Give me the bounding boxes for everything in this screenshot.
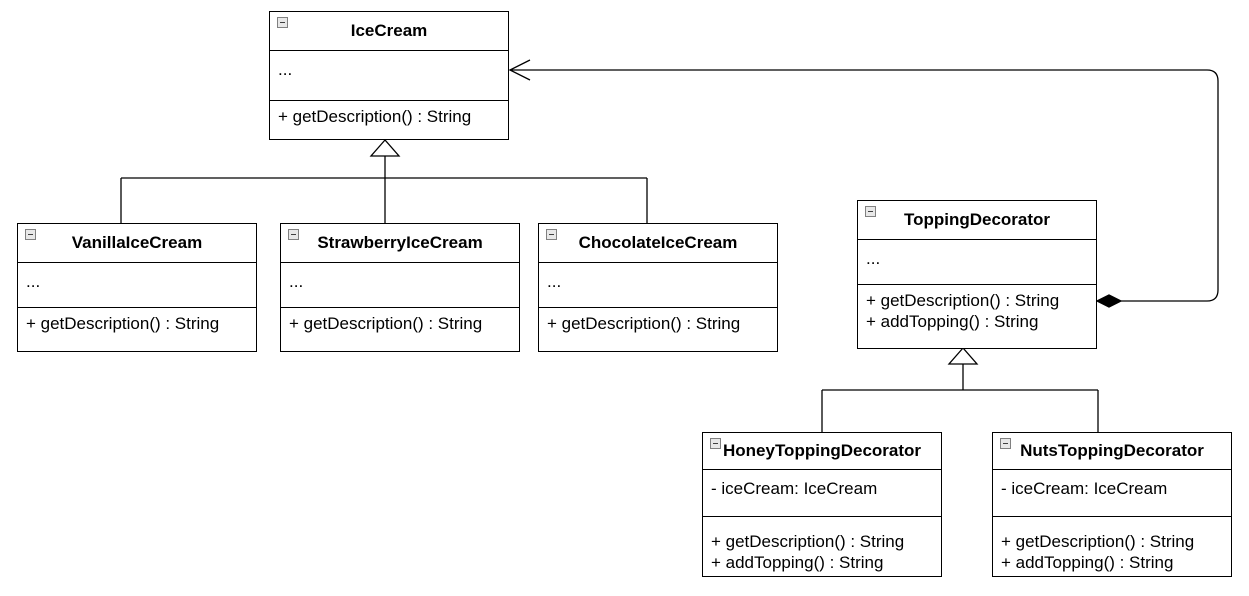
class-header: ToppingDecorator (858, 201, 1096, 240)
operation: + addTopping() : String (711, 553, 884, 572)
collapse-minus-icon[interactable] (25, 229, 36, 240)
collapse-minus-icon[interactable] (710, 438, 721, 449)
operation: + getDescription() : String (866, 291, 1060, 310)
inheritance-arrow-icecream (369, 139, 401, 157)
operation: + getDescription() : String (289, 314, 483, 333)
collapse-minus-icon[interactable] (865, 206, 876, 217)
class-header: StrawberryIceCream (281, 224, 519, 263)
collapse-minus-icon[interactable] (277, 17, 288, 28)
class-vanilla-icecream[interactable]: VanillaIceCream ... + getDescription() :… (17, 223, 257, 352)
collapse-minus-icon[interactable] (546, 229, 557, 240)
class-attributes: - iceCream: IceCream (993, 470, 1231, 517)
attribute: ... (278, 60, 293, 79)
class-attributes: ... (539, 263, 777, 308)
class-icecream[interactable]: IceCream ... + getDescription() : String (269, 11, 509, 140)
composition-open-arrow (508, 59, 531, 81)
class-header: HoneyToppingDecorator (703, 433, 941, 470)
class-name: NutsToppingDecorator (1020, 441, 1204, 460)
operation: + addTopping() : String (866, 312, 1039, 331)
class-operations: + getDescription() : String (281, 308, 519, 334)
attribute: ... (26, 272, 41, 291)
inheritance-arrow-topping (947, 347, 979, 365)
collapse-minus-icon[interactable] (1000, 438, 1011, 449)
class-header: IceCream (270, 12, 508, 51)
class-attributes: ... (281, 263, 519, 308)
class-strawberry-icecream[interactable]: StrawberryIceCream ... + getDescription(… (280, 223, 520, 352)
class-operations: + getDescription() : String (270, 101, 508, 127)
class-operations: + getDescription() : String + addTopping… (703, 517, 941, 573)
class-name: HoneyToppingDecorator (722, 441, 922, 460)
attribute: - iceCream: IceCream (1001, 479, 1168, 498)
class-name: ToppingDecorator (903, 210, 1051, 229)
class-operations: + getDescription() : String + addTopping… (993, 517, 1231, 573)
operation: + getDescription() : String (711, 532, 905, 551)
attribute: ... (547, 272, 562, 291)
class-nuts-topping-decorator[interactable]: NutsToppingDecorator - iceCream: IceCrea… (992, 432, 1232, 577)
operation: + getDescription() : String (278, 107, 472, 126)
class-chocolate-icecream[interactable]: ChocolateIceCream ... + getDescription()… (538, 223, 778, 352)
operation: + addTopping() : String (1001, 553, 1174, 572)
class-operations: + getDescription() : String (18, 308, 256, 334)
class-name: ChocolateIceCream (578, 233, 738, 252)
operation: + getDescription() : String (547, 314, 741, 333)
class-attributes: ... (18, 263, 256, 308)
attribute: ... (289, 272, 304, 291)
operation: + getDescription() : String (26, 314, 220, 333)
class-attributes: - iceCream: IceCream (703, 470, 941, 517)
class-name: StrawberryIceCream (317, 233, 483, 252)
class-operations: + getDescription() : String + addTopping… (858, 285, 1096, 332)
collapse-minus-icon[interactable] (288, 229, 299, 240)
class-honey-topping-decorator[interactable]: HoneyToppingDecorator - iceCream: IceCre… (702, 432, 942, 577)
class-topping-decorator[interactable]: ToppingDecorator ... + getDescription() … (857, 200, 1097, 349)
operation: + getDescription() : String (1001, 532, 1195, 551)
class-header: NutsToppingDecorator (993, 433, 1231, 470)
class-name: IceCream (350, 21, 428, 40)
composition-edge (510, 69, 1219, 302)
class-header: VanillaIceCream (18, 224, 256, 263)
class-header: ChocolateIceCream (539, 224, 777, 263)
composition-diamond (1095, 294, 1123, 308)
class-operations: + getDescription() : String (539, 308, 777, 334)
attribute: ... (866, 249, 881, 268)
attribute: - iceCream: IceCream (711, 479, 878, 498)
class-name: VanillaIceCream (71, 233, 203, 252)
class-attributes: ... (270, 51, 508, 101)
class-attributes: ... (858, 240, 1096, 285)
